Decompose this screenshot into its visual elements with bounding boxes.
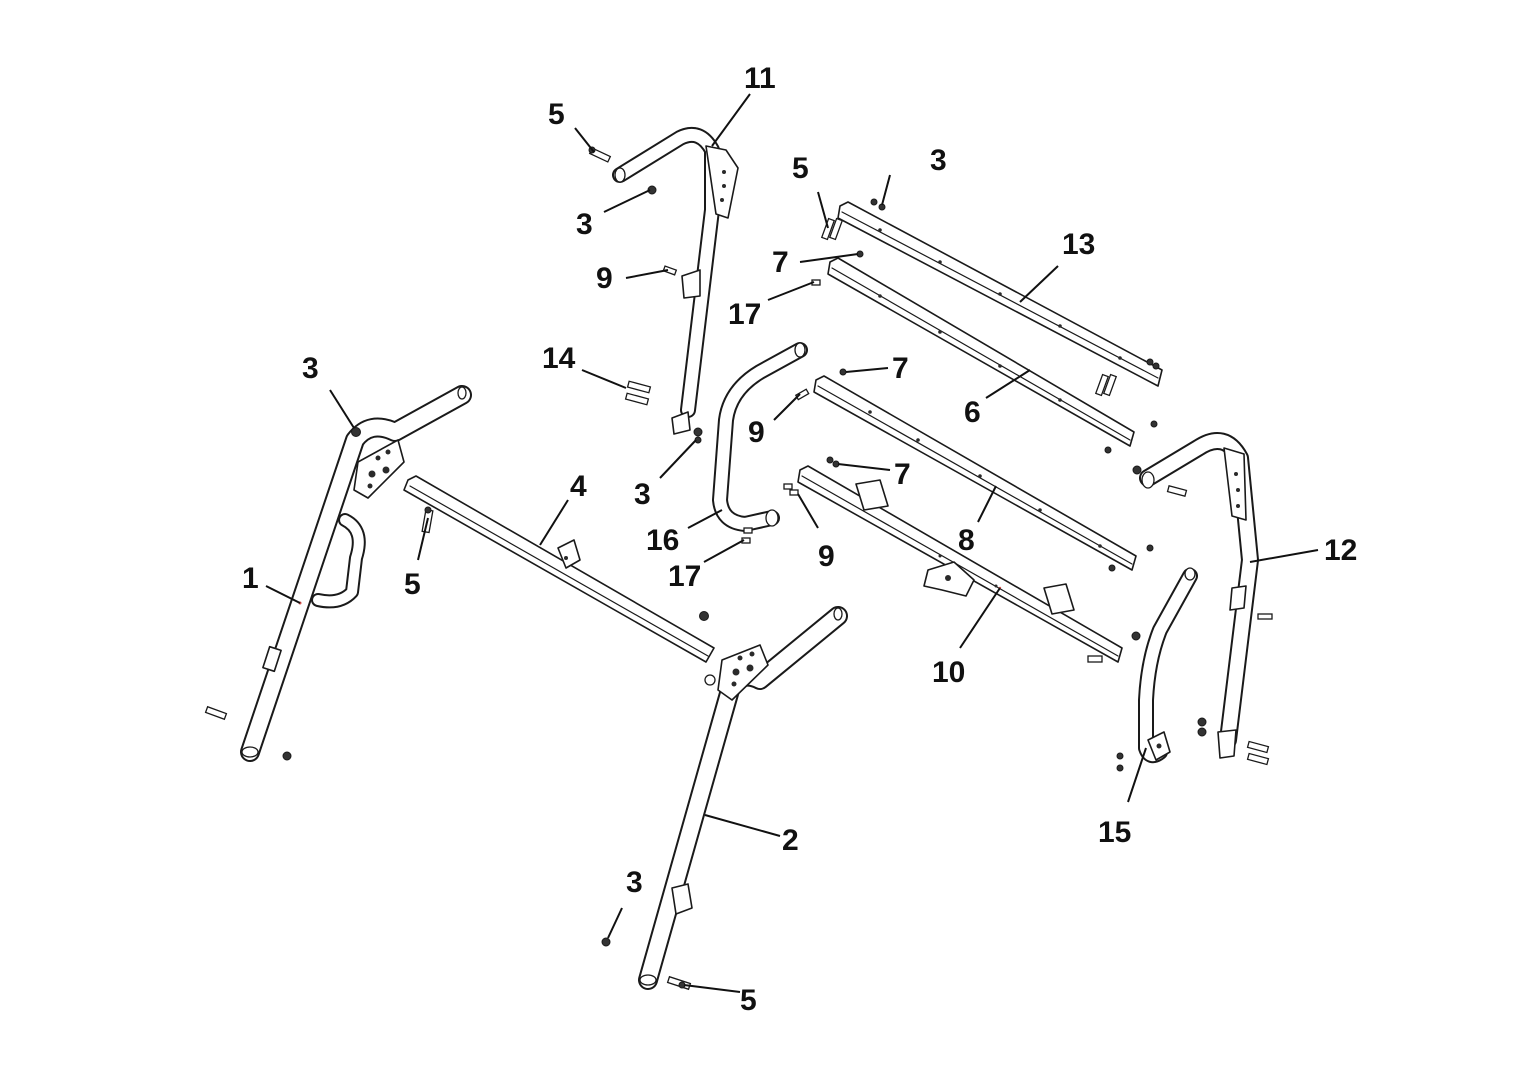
part-4-front-crossbar bbox=[403, 475, 715, 663]
part-15-rear-lower-tube bbox=[1138, 567, 1198, 764]
part-11-rear-left-upper-tube bbox=[612, 127, 739, 435]
callout-15: 15 bbox=[1098, 816, 1131, 849]
callout-7-c: 7 bbox=[894, 458, 911, 491]
part-6-roof-rail bbox=[827, 257, 1135, 447]
callout-16: 16 bbox=[646, 524, 679, 557]
callout-5-bottom: 5 bbox=[740, 984, 757, 1017]
callout-labels: 1 2 3 3 3 3 3 4 5 5 5 5 6 7 7 7 8 9 9 9 … bbox=[242, 62, 1357, 1017]
callout-17-a: 17 bbox=[728, 298, 761, 331]
callout-1: 1 bbox=[242, 562, 259, 595]
callout-5-front: 5 bbox=[404, 568, 421, 601]
part-12-rear-right-tube bbox=[1139, 432, 1259, 759]
callout-3-bottom: 3 bbox=[626, 866, 643, 899]
part-2-right-front-tube bbox=[638, 606, 848, 990]
hardware bbox=[204, 146, 1273, 991]
part-10-lower-rail bbox=[797, 465, 1123, 663]
callout-5-top: 5 bbox=[548, 98, 565, 131]
nut-7-b bbox=[839, 368, 847, 376]
callout-8: 8 bbox=[958, 524, 975, 557]
callout-9-c: 9 bbox=[818, 540, 835, 573]
leader-lines bbox=[265, 93, 1319, 993]
nut-3-middle bbox=[693, 427, 703, 444]
bolt-9-a bbox=[662, 265, 678, 276]
bolts-rear-roof bbox=[1087, 358, 1273, 772]
callout-3-roof: 3 bbox=[930, 144, 947, 177]
callout-14: 14 bbox=[542, 342, 576, 375]
callout-3-middle: 3 bbox=[634, 478, 651, 511]
part-13-upper-roof-rail bbox=[837, 201, 1163, 387]
callout-10: 10 bbox=[932, 656, 965, 689]
callout-13: 13 bbox=[1062, 228, 1095, 261]
callout-12: 12 bbox=[1324, 534, 1357, 567]
callout-9-a: 9 bbox=[596, 262, 613, 295]
callout-3-top: 3 bbox=[576, 208, 593, 241]
nut-left-bottom bbox=[282, 751, 292, 761]
bolt-5-roof bbox=[820, 217, 844, 241]
callout-3-left: 3 bbox=[302, 352, 319, 385]
callout-2: 2 bbox=[782, 824, 799, 857]
bolt-14 bbox=[624, 380, 652, 406]
nut-7-c bbox=[826, 456, 840, 468]
callout-11: 11 bbox=[744, 62, 776, 95]
callout-7-a: 7 bbox=[772, 246, 789, 279]
bolt-5-bottom bbox=[666, 975, 692, 991]
callout-5-roof: 5 bbox=[792, 152, 809, 185]
bolt-9-c bbox=[783, 483, 799, 496]
part-1-left-front-tube bbox=[240, 385, 472, 762]
callout-6: 6 bbox=[964, 396, 981, 429]
callout-7-b: 7 bbox=[892, 352, 909, 385]
part-8-middle-rail bbox=[813, 375, 1137, 571]
nut-3-roof bbox=[870, 198, 886, 211]
nut-3-left bbox=[351, 427, 361, 437]
nut-front-crossbar bbox=[699, 611, 709, 621]
bolt-9-b bbox=[794, 388, 810, 401]
part-16-curved-handle-tube bbox=[712, 342, 808, 532]
bolt-left-bottom bbox=[204, 705, 228, 721]
nut-3-bottom bbox=[601, 937, 611, 947]
callout-17-b: 17 bbox=[668, 560, 701, 593]
callout-4: 4 bbox=[570, 470, 587, 503]
callout-9-b: 9 bbox=[748, 416, 765, 449]
